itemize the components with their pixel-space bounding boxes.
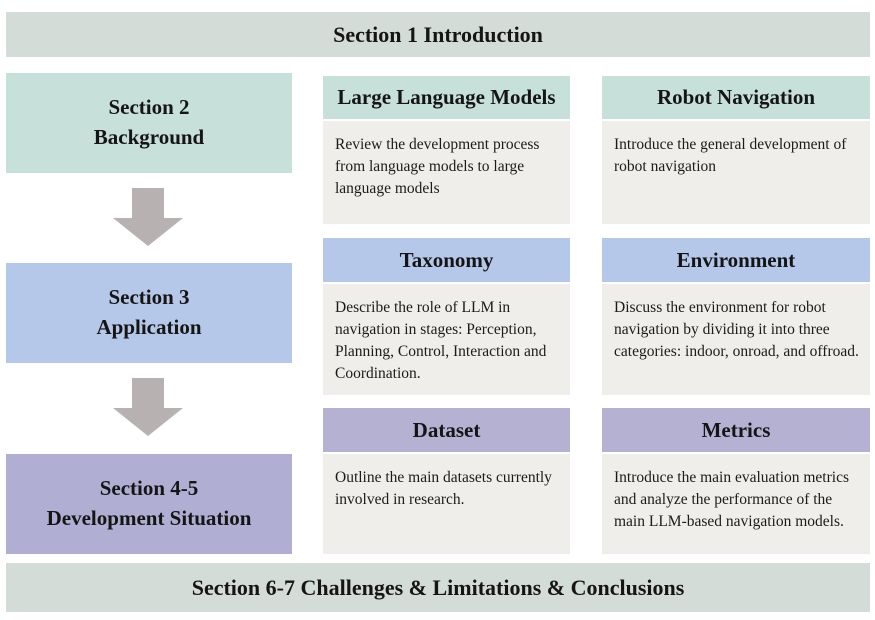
card-description: Describe the role of LLM in navigation i… [323, 284, 570, 395]
card-description: Introduce the main evaluation metrics an… [602, 454, 870, 554]
down-arrow-shape [113, 378, 183, 436]
card-dataset: Dataset Outline the main datasets curren… [323, 408, 570, 554]
down-arrow-icon [113, 378, 183, 436]
card-title: Taxonomy [323, 238, 570, 282]
flow-box-line2: Application [96, 315, 202, 339]
flow-box-section-3-application: Section 3 Application [6, 263, 292, 363]
down-arrow-shape [113, 188, 183, 246]
card-title: Environment [602, 238, 870, 282]
card-title: Robot Navigation [602, 76, 870, 119]
card-taxonomy: Taxonomy Describe the role of LLM in nav… [323, 238, 570, 395]
flow-box-line1: Section 4-5 [99, 476, 199, 501]
card-title: Metrics [602, 408, 870, 452]
flow-box-line1: Section 3 [108, 285, 190, 310]
flow-box-line2: Development Situation [46, 506, 252, 530]
card-title: Large Language Models [323, 76, 570, 119]
card-description: Review the development process from lang… [323, 121, 570, 224]
banner-section-6-7-challenges-limitations-conclusions: Section 6-7 Challenges & Limitations & C… [6, 563, 870, 612]
card-large-language-models: Large Language Models Review the develop… [323, 76, 570, 224]
card-title: Dataset [323, 408, 570, 452]
flow-box-line1: Section 2 [108, 95, 190, 120]
flow-box-section-2-background: Section 2 Background [6, 73, 292, 173]
card-environment: Environment Discuss the environment for … [602, 238, 870, 395]
flow-box-section-4-5-development-situation: Section 4-5 Development Situation [6, 454, 292, 554]
card-metrics: Metrics Introduce the main evaluation me… [602, 408, 870, 554]
down-arrow-icon [113, 188, 183, 246]
card-description: Discuss the environment for robot naviga… [602, 284, 870, 395]
card-description: Outline the main datasets currently invo… [323, 454, 570, 554]
card-robot-navigation: Robot Navigation Introduce the general d… [602, 76, 870, 224]
banner-section-1-introduction: Section 1 Introduction [6, 12, 870, 57]
card-description: Introduce the general development of rob… [602, 121, 870, 224]
flow-box-line2: Background [93, 125, 205, 149]
